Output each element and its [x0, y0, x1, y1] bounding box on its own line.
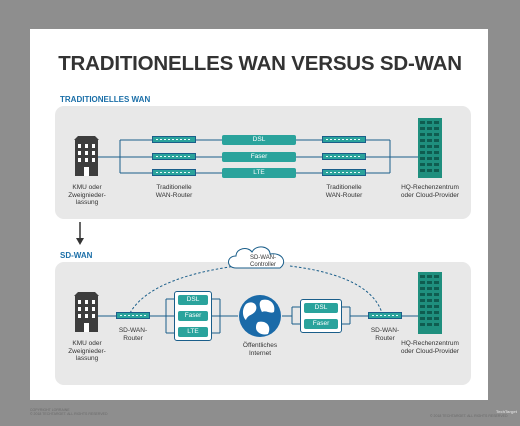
footer-left-line-2: © 2018 TECHTARGET. ALL RIGHTS RESERVED [30, 412, 108, 416]
sdwan-left-link-group: DSL Faser LTE [174, 291, 212, 341]
sdwan-right-link-group: DSL Faser [300, 299, 342, 333]
traditional-branch-label: KMU oder Zweignieder- lassung [68, 184, 106, 207]
hq-building-icon [418, 118, 442, 178]
sdwan-right-link-dsl: DSL [304, 303, 338, 313]
traditional-router-right-label: Traditionelle WAN-Router [325, 184, 363, 199]
traditional-router-left-label: Traditionelle WAN-Router [155, 184, 193, 199]
footer-left-line-1: COPYRIGHT LORRAINE [30, 408, 70, 412]
traditional-router-left-3 [152, 169, 196, 176]
sdwan-hq-label: HQ-Rechenzentrum oder Cloud-Provider [400, 340, 460, 355]
internet-label: Öffentliches Internet [242, 342, 278, 357]
sdwan-branch-building-icon [74, 292, 99, 332]
sdwan-branch-label: KMU oder Zweignieder- lassung [68, 340, 106, 363]
traditional-hq-label: HQ-Rechenzentrum oder Cloud-Provider [400, 184, 460, 199]
sdwan-link-faser: Faser [178, 311, 208, 321]
traditional-router-right-3 [322, 169, 366, 176]
footer-copyright-right: © 2018 TECHTARGET. ALL RIGHTS RESERVED [430, 414, 508, 418]
traditional-panel [55, 106, 471, 219]
section-label-sdwan: SD-WAN [60, 251, 93, 260]
traditional-router-right-1 [322, 136, 366, 143]
cloud-icon [228, 246, 285, 269]
sdwan-router-right [368, 312, 402, 319]
sdwan-right-link-faser: Faser [304, 319, 338, 329]
globe-icon [239, 295, 281, 337]
sdwan-router-left [116, 312, 150, 319]
traditional-router-left-2 [152, 153, 196, 160]
traditional-router-left-1 [152, 136, 196, 143]
traditional-router-right-2 [322, 153, 366, 160]
branch-building-icon [74, 136, 99, 176]
section-label-traditional: TRADITIONELLES WAN [60, 95, 151, 104]
down-arrow-icon [76, 222, 84, 245]
traditional-link-lte: LTE [222, 168, 296, 178]
traditional-branch-connectors [98, 139, 418, 174]
techtarget-logo: TechTarget [496, 409, 517, 414]
sdwan-controller-label: SD-WAN- Controller [249, 255, 277, 268]
sdwan-router-right-label: SD-WAN- Router [370, 327, 400, 342]
sdwan-link-lte: LTE [178, 327, 208, 337]
traditional-link-dsl: DSL [222, 135, 296, 145]
traditional-link-faser: Faser [222, 152, 296, 162]
page-title: TRADITIONELLES WAN VERSUS SD-WAN [58, 52, 462, 75]
sdwan-link-dsl: DSL [178, 295, 208, 305]
sdwan-connectors [98, 298, 418, 334]
footer-copyright-left: COPYRIGHT LORRAINE © 2018 TECHTARGET. AL… [30, 408, 108, 416]
sdwan-router-left-label: SD-WAN- Router [118, 327, 148, 342]
controller-dashed-paths [129, 265, 383, 314]
sdwan-hq-building-icon [418, 272, 442, 334]
